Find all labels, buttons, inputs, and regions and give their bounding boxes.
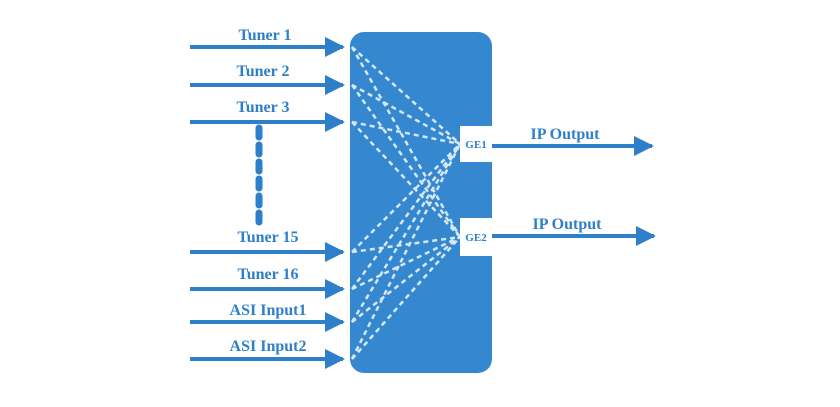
label-ip-output-2: IP Output <box>533 216 603 233</box>
link-asi-input-1-ge2 <box>351 236 461 323</box>
label-tuner-16: Tuner 16 <box>238 266 299 283</box>
label-ip-output-1: IP Output <box>531 126 601 143</box>
label-tuner-2: Tuner 2 <box>237 63 290 80</box>
link-tuner-15-ge2 <box>351 235 461 254</box>
label-tuner-1: Tuner 1 <box>239 27 292 44</box>
link-asi-input-1-ge1 <box>350 143 462 323</box>
link-tuner-1-ge2 <box>350 46 462 238</box>
link-tuner-16-ge1 <box>350 143 462 290</box>
label-tuner-15: Tuner 15 <box>238 229 299 246</box>
link-tuner-3-ge1 <box>351 120 461 146</box>
port-ge1-box <box>460 126 492 162</box>
link-asi-input-2-ge1 <box>350 143 462 360</box>
label-tuner-3: Tuner 3 <box>237 99 290 116</box>
port-ge2-label: GE2 <box>465 232 487 244</box>
port-ge2-box <box>460 218 492 256</box>
output-arrows <box>492 136 656 246</box>
internal-connections <box>350 46 462 360</box>
link-tuner-2-ge1 <box>351 83 461 146</box>
port-ge1: GE1 <box>460 126 492 162</box>
processing-box <box>350 32 492 373</box>
link-tuner-16-ge2 <box>351 235 461 291</box>
port-ge1-label: GE1 <box>465 139 486 151</box>
label-asi-input-2: ASI Input2 <box>230 338 307 355</box>
label-asi-input-1: ASI Input1 <box>230 302 307 319</box>
input-arrows <box>190 37 345 369</box>
link-tuner-2-ge2 <box>350 84 462 238</box>
link-asi-input-2-ge2 <box>351 236 461 360</box>
port-ge2: GE2 <box>460 218 492 256</box>
link-tuner-1-ge1 <box>351 46 461 145</box>
link-tuner-15-ge1 <box>351 143 461 253</box>
